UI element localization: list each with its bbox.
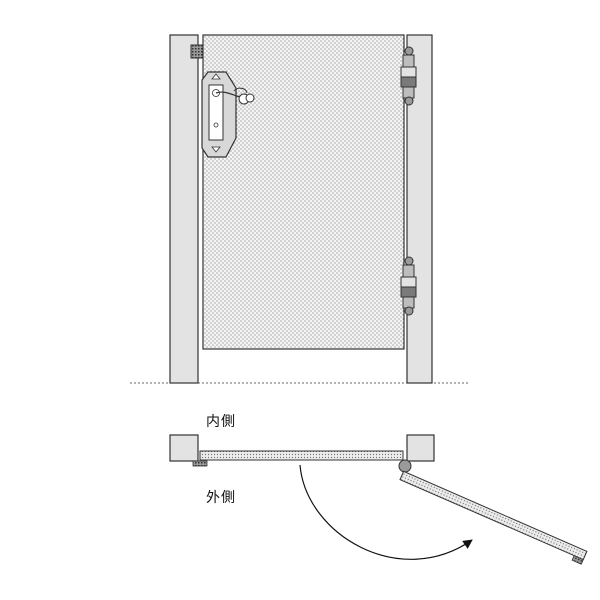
gate-panel bbox=[202, 34, 405, 350]
hinge-icon bbox=[400, 46, 417, 106]
door-latch-icon bbox=[201, 71, 255, 158]
latch-plan bbox=[192, 460, 208, 467]
gate-leaf-open bbox=[399, 470, 588, 561]
gate-leaf-closed bbox=[199, 450, 404, 461]
outside-label: 外側 bbox=[206, 490, 236, 506]
left-post bbox=[169, 34, 199, 384]
inside-label: 内側 bbox=[206, 414, 236, 430]
swing-arrow-icon bbox=[299, 464, 473, 560]
front-elevation bbox=[130, 34, 470, 384]
hinge-pivot bbox=[398, 459, 412, 473]
right-post-plan bbox=[406, 434, 435, 462]
left-post-plan bbox=[169, 434, 199, 462]
hinge-icon bbox=[400, 256, 417, 316]
strike-plate bbox=[190, 44, 205, 59]
plan-view bbox=[169, 434, 588, 565]
latch-plan-open bbox=[571, 555, 584, 565]
